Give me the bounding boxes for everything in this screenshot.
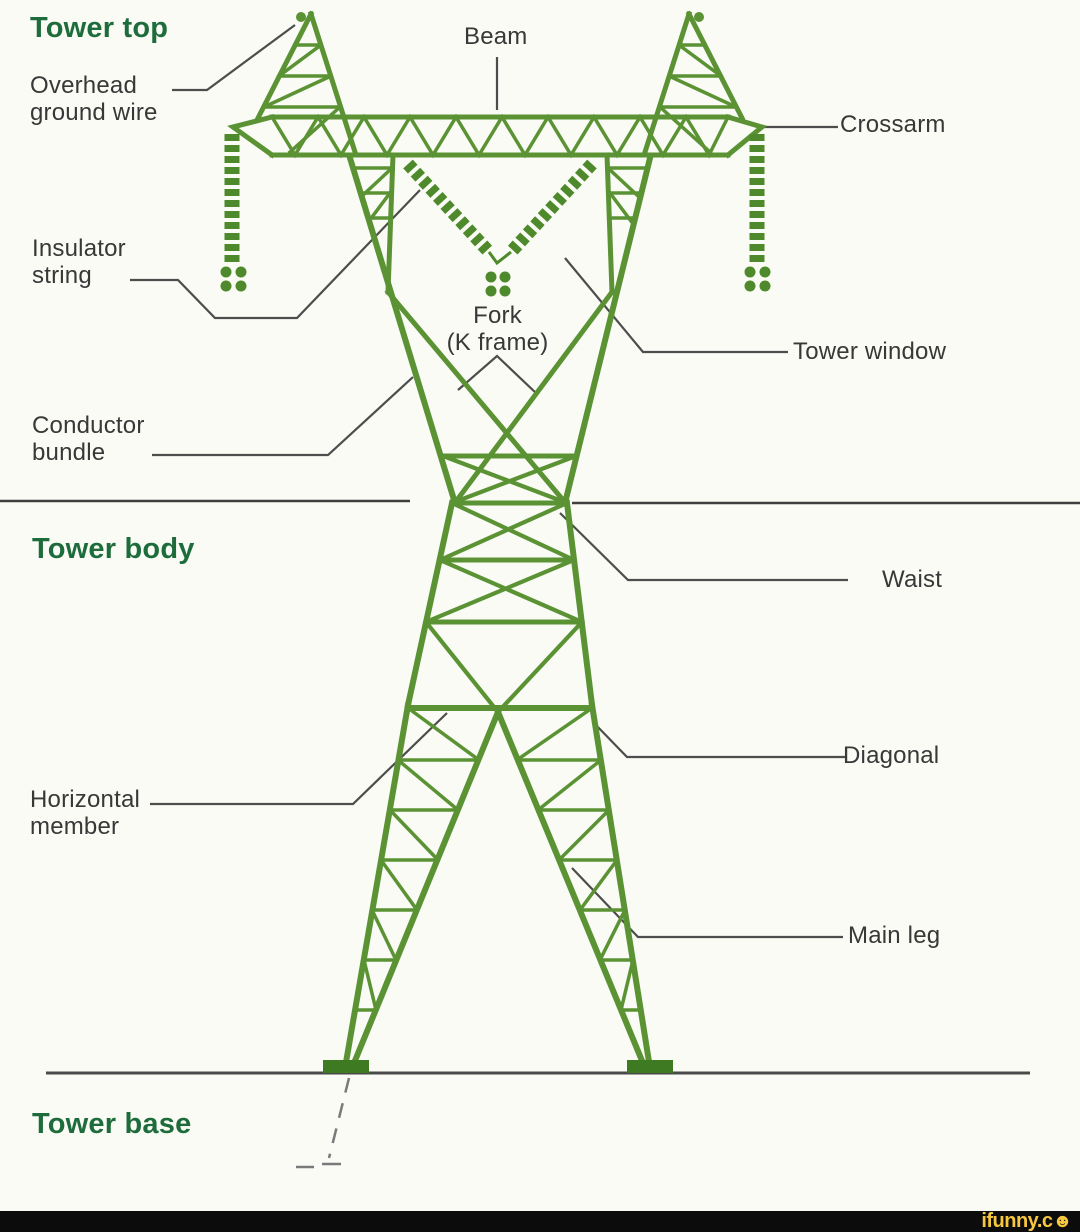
heading-tower-body: Tower body (32, 533, 195, 565)
foundation-dashed-line (296, 1077, 351, 1169)
ifunny-watermark-text: ifunny.c (981, 1210, 1053, 1232)
label-fork-line2: (K frame) (446, 329, 549, 356)
label-beam: Beam (464, 23, 528, 50)
heading-tower-base: Tower base (32, 1108, 192, 1140)
smiley-icon: ☻ (1052, 1211, 1073, 1232)
label-main-leg: Main leg (848, 922, 941, 949)
crossarm-beam (227, 113, 768, 159)
label-insulator-string: Insulator string (32, 235, 126, 289)
heading-tower-top: Tower top (30, 12, 169, 44)
tower-legs (323, 701, 673, 1073)
tower-lower-body (404, 499, 596, 715)
label-overhead-ground-wire: Overhead ground wire (30, 72, 158, 126)
section-divider-lines (0, 499, 1080, 505)
label-conductor-bundle: Conductor bundle (32, 412, 145, 466)
label-waist: Waist (882, 566, 943, 593)
label-fork-k-frame: Fork (K frame) (440, 302, 555, 356)
label-fork-line1: Fork (473, 302, 522, 329)
ifunny-watermark: ifunny.c☻ (981, 1211, 1072, 1232)
leader-lines (130, 24, 848, 939)
label-diagonal: Diagonal (843, 742, 940, 769)
label-horizontal-member: Horizontal member (30, 786, 141, 840)
tower-window-section (346, 152, 654, 507)
footer-bar (0, 1211, 1080, 1232)
label-tower-window: Tower window (793, 338, 947, 365)
insulator-strings (220, 134, 771, 297)
label-crossarm: Crossarm (840, 111, 946, 138)
